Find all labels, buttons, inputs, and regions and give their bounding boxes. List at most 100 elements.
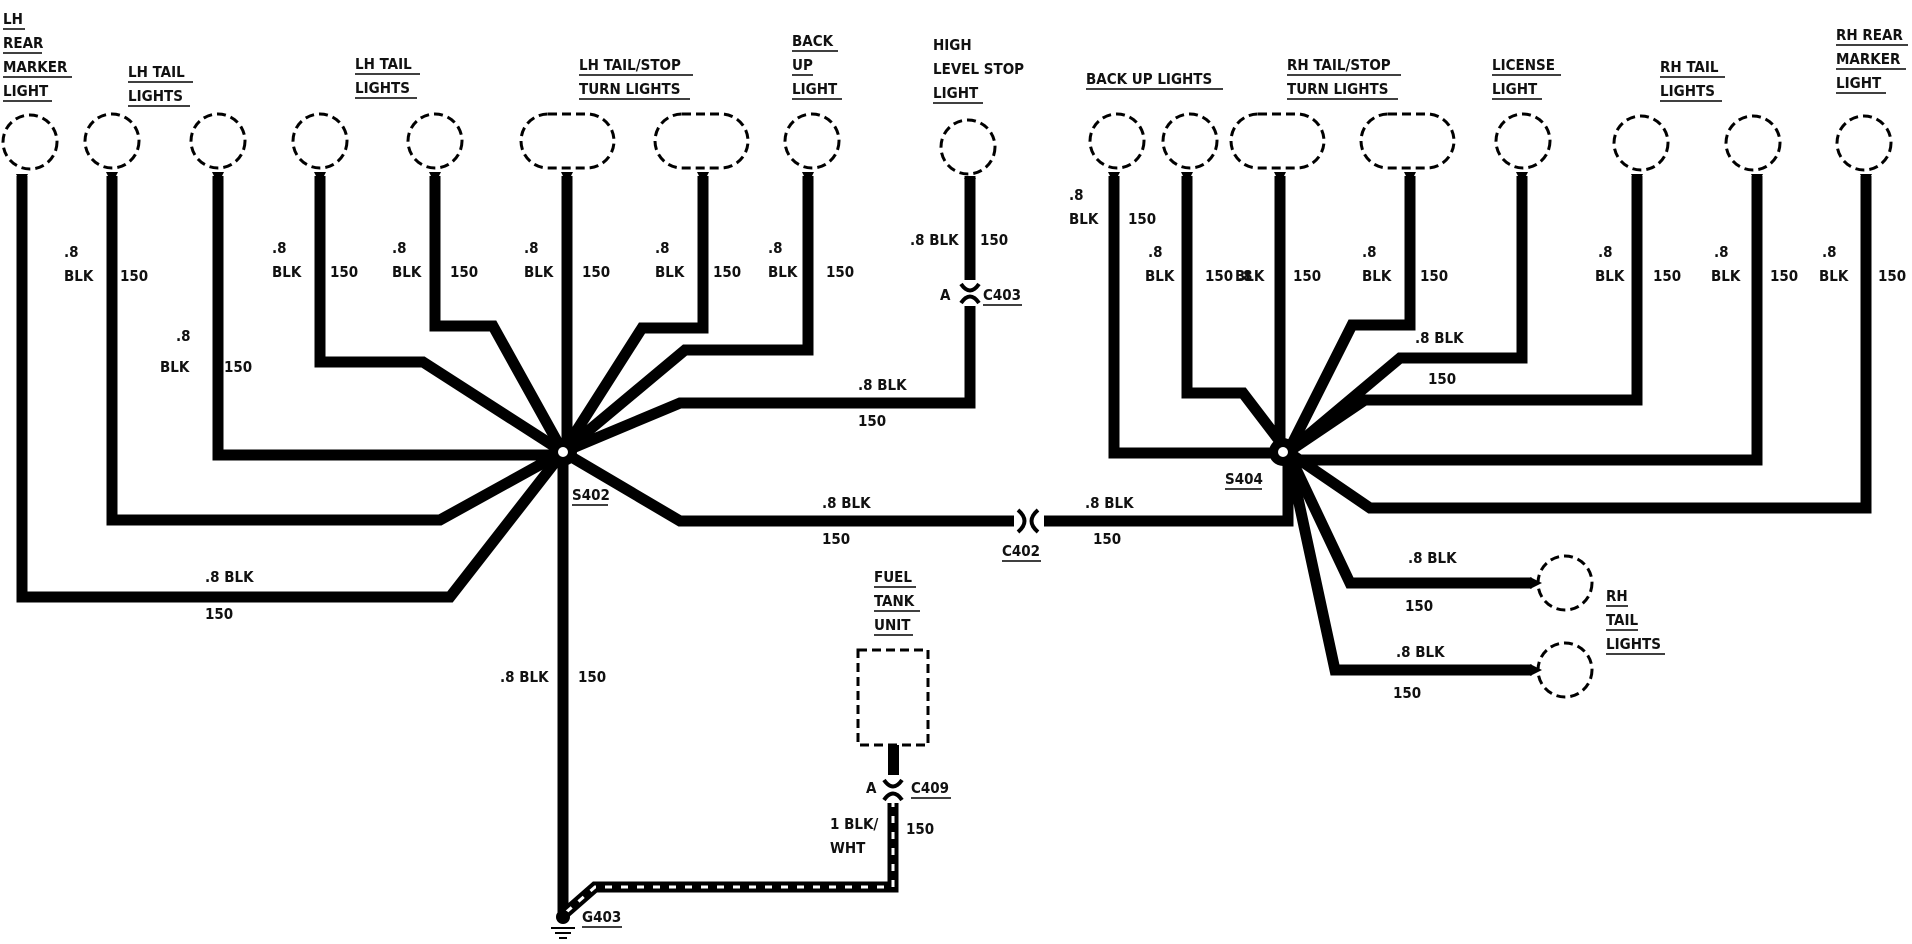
pin-rh-stop-turn-2 (1404, 172, 1416, 184)
s404-label: S404 (1225, 470, 1263, 488)
wire-size-lh-stop-2: .8 (655, 239, 670, 257)
lamp-lh-stop-turn-2 (653, 112, 750, 170)
ground-g403: G403 (551, 908, 622, 939)
wire-circuit-lh-stop-1: 150 (582, 263, 610, 281)
pin-lh-tail-3 (314, 172, 326, 184)
wire-lh-tail-4 (429, 176, 568, 455)
wire-size-rh-back-up-2: .8 (1148, 243, 1163, 261)
g403-terminal (556, 910, 570, 924)
label-rh-back-up: BACK UP LIGHTS (1086, 70, 1212, 88)
lamp-high-level-stop (939, 118, 997, 176)
wire-color-rh-stop-2: BLK (1362, 267, 1392, 285)
lamp-rh-stop-turn-1 (1229, 112, 1326, 170)
wire-circuit-rh-tail-1: 150 (1653, 267, 1681, 285)
wire-color-lh-marker: BLK (64, 267, 94, 285)
label-high-stop-line1: HIGH (933, 36, 972, 54)
label-rh-rear-marker-line3: LIGHT (1836, 74, 1882, 92)
lamp-lh-tail-4 (406, 112, 464, 170)
wire-lh-back-up (559, 176, 814, 457)
label-lh-tail-1-line2: LIGHTS (128, 87, 183, 105)
c402-right-bracket (1029, 508, 1040, 534)
wire-rh-side-tail-2 (1282, 450, 1532, 676)
splice-s404: S404 (1225, 438, 1297, 490)
wire-size-lh-stop-1: .8 (524, 239, 539, 257)
label-lh-rear-marker-3: MARKER (3, 58, 68, 76)
wire-fuel-tank-stripe (562, 800, 895, 917)
label-lh-back-up-line2: UP (792, 56, 813, 74)
wire-color-lh-stop-1: BLK (524, 263, 554, 281)
wire-size-rh-tail-2: .8 (1714, 243, 1729, 261)
wire-lh-rear-marker (16, 176, 568, 603)
c409-pin-label: A (866, 779, 877, 797)
lamp-lh-tail-2 (189, 112, 247, 170)
wire-circuit-high-stop: 150 (980, 231, 1008, 249)
pin-rh-rear-marker (1860, 174, 1872, 186)
pin-lh-stop-turn-2 (697, 172, 709, 184)
lamp-license (1494, 112, 1552, 170)
wire-circuit-c402-s404: 150 (1093, 530, 1121, 548)
wire-labels: .8 BLK 150 .8 BLK 150 .8 BLK 150 .8 BLK … (64, 186, 1906, 857)
c403-label: C403 (983, 286, 1021, 304)
wire-rh-side-tail-1 (1283, 449, 1532, 589)
wire-circuit-s402-c402: 150 (822, 530, 850, 548)
label-lh-tail-2-line2: LIGHTS (355, 79, 410, 97)
label-rh-tail-line1: RH TAIL (1660, 58, 1719, 76)
c409-top-bracket (882, 778, 904, 789)
wire-color-rh-tail-1: BLK (1595, 267, 1625, 285)
lamp-lh-back-up (783, 112, 841, 170)
wire-lh-tail-2 (212, 176, 563, 461)
lamp-lh-stop-turn-1 (519, 112, 616, 170)
wire-size-rh-stop-2: .8 (1362, 243, 1377, 261)
lamp-rh-side-tail-1 (1536, 554, 1594, 612)
lamp-lh-tail-1 (83, 112, 141, 170)
wire-label-high-stop-h: .8 BLK (858, 376, 907, 394)
label-rh-side-tail-line2: TAIL (1606, 611, 1639, 629)
wire-lh-stop-turn-2 (558, 176, 709, 455)
label-license-line2: LIGHT (1492, 80, 1538, 98)
wire-circuit-lh-back-up: 150 (826, 263, 854, 281)
label-rh-rear-marker-line1: RH REAR (1836, 26, 1903, 44)
wire-high-level-stop (560, 176, 976, 458)
pin-license (1516, 172, 1528, 184)
wire-circuit-lh-tail-2: 150 (224, 358, 252, 376)
wire-size-lh-tail-4: .8 (392, 239, 407, 257)
wire-color-lh-tail-2: BLK (160, 358, 190, 376)
wire-color-rh-back-up-2: BLK (1145, 267, 1175, 285)
c403-bottom-bracket (959, 294, 981, 305)
lamp-lh-rear-marker (1, 113, 59, 171)
wire-size-lh-tail-2: .8 (176, 327, 191, 345)
pin-rh-stop-turn-1 (1274, 172, 1286, 184)
pin-rh-tail-1 (1631, 174, 1643, 186)
wire-color-rh-marker: BLK (1819, 267, 1849, 285)
wire-circuit-license: 150 (1428, 370, 1456, 388)
wire-label-rh-side-2: .8 BLK (1396, 643, 1445, 661)
wire-color-rh-back-up-1: BLK (1069, 210, 1099, 228)
left-harness-wires (16, 176, 1020, 915)
c402-label: C402 (1002, 542, 1040, 560)
connector-c402: C402 (1002, 508, 1044, 562)
wire-circuit-lh-stop-2: 150 (713, 263, 741, 281)
wire-rh-stop-turn-2 (1283, 176, 1416, 455)
wire-size-rh-marker: .8 (1822, 243, 1837, 261)
label-lh-tail-2-line1: LH TAIL (355, 55, 412, 73)
wire-s402-to-c402 (560, 447, 1020, 527)
label-rh-stop-turn-line1: RH TAIL/STOP (1287, 56, 1391, 74)
lamp-rh-rear-marker (1835, 114, 1893, 172)
wire-size-rh-back-up-1: .8 (1069, 186, 1084, 204)
wire-label-high-stop: .8 BLK (910, 231, 959, 249)
wire-color-lh-stop-2: BLK (655, 263, 685, 281)
label-lh-stop-turn-line2: TURN LIGHTS (579, 80, 680, 98)
wire-label-c402-s404: .8 BLK (1085, 494, 1134, 512)
pin-lh-tail-2 (212, 172, 224, 184)
label-high-stop-line2: LEVEL STOP (933, 60, 1024, 78)
wire-license (1284, 176, 1528, 457)
wire-fuel-tank-upper (888, 736, 899, 786)
wire-rh-back-up-2 (1181, 176, 1293, 456)
wire-label-lh-marker-h: .8 BLK (205, 568, 254, 586)
wire-label-fuel-1: 1 BLK/ (830, 815, 878, 833)
label-rh-side-tail-line3: LIGHTS (1606, 635, 1661, 653)
wire-color-rh-stop-1: BLK (1235, 267, 1265, 285)
fuel-tank-unit-box (856, 648, 930, 747)
label-lh-rear-marker-2: REAR (3, 34, 44, 52)
lamp-rh-tail-2 (1724, 114, 1782, 172)
